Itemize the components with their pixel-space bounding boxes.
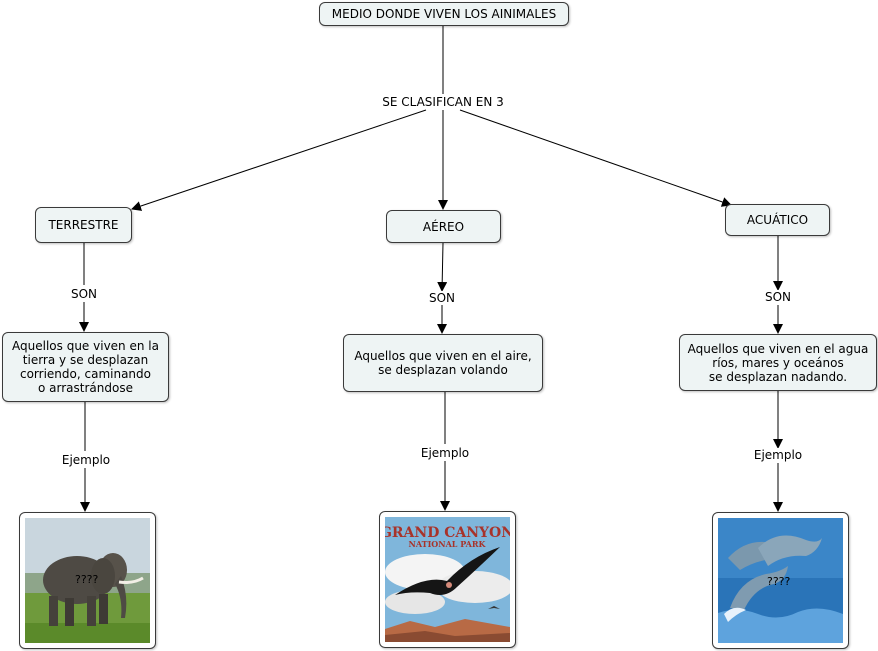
link-label-son-aereo: SON (426, 291, 458, 305)
dolphins-image (718, 518, 843, 643)
example-image-terrestre[interactable]: ???? (19, 512, 156, 649)
poster-subtitle: NATIONAL PARK (409, 539, 487, 549)
root-concept-text: MEDIO DONDE VIVEN LOS AINIMALES (331, 7, 557, 21)
concept-acuatico[interactable]: ACUÁTICO (725, 204, 830, 236)
poster-title: GRAND CANYON (385, 525, 510, 541)
elephant-image (25, 518, 150, 643)
link-label-son-terrestre: SON (68, 287, 100, 301)
concept-acuatico-title: ACUÁTICO (746, 213, 809, 227)
root-concept[interactable]: MEDIO DONDE VIVEN LOS AINIMALES (319, 2, 569, 26)
image-note-terrestre: ???? (75, 573, 99, 586)
link-label-son-acuatico: SON (762, 290, 794, 304)
link-label-ejemplo-aereo: Ejemplo (415, 446, 475, 460)
concept-terrestre[interactable]: TERRESTRE (35, 207, 132, 243)
example-image-aereo[interactable]: GRAND CANYON NATIONAL PARK (379, 511, 516, 648)
description-terrestre-text: Aquellos que viven en la tierra y se des… (12, 339, 159, 395)
description-acuatico[interactable]: Aquellos que viven en el agua ríos, mare… (679, 334, 877, 391)
description-terrestre[interactable]: Aquellos que viven en la tierra y se des… (2, 332, 169, 402)
concept-aereo[interactable]: AÉREO (386, 210, 501, 243)
description-aereo-text: Aquellos que viven en el aire, se despla… (354, 349, 532, 377)
example-image-acuatico[interactable]: ???? (712, 512, 849, 649)
description-aereo[interactable]: Aquellos que viven en el aire, se despla… (343, 334, 543, 392)
link-label-ejemplo-acuatico: Ejemplo (748, 448, 808, 462)
condor-poster-image: GRAND CANYON NATIONAL PARK (385, 517, 510, 642)
link-label-classify: SE CLASIFICAN EN 3 (376, 95, 510, 109)
description-acuatico-text: Aquellos que viven en el agua ríos, mare… (687, 341, 869, 384)
image-note-acuatico: ???? (767, 575, 791, 588)
link-label-ejemplo-terrestre: Ejemplo (56, 453, 116, 467)
concept-aereo-title: AÉREO (422, 219, 465, 234)
concept-terrestre-title: TERRESTRE (48, 218, 119, 232)
